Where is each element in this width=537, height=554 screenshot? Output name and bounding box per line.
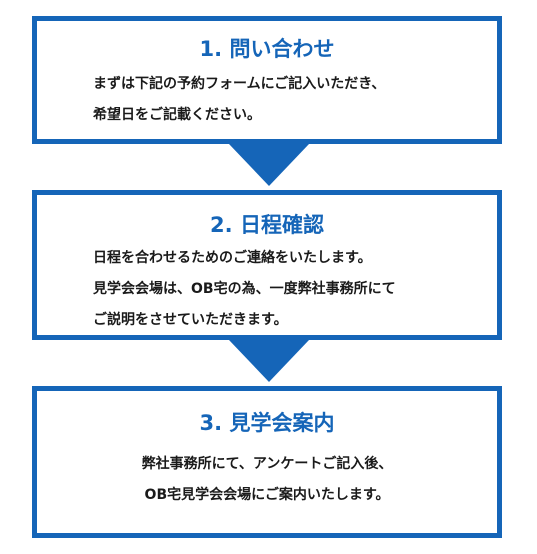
- down-arrow-icon: [229, 144, 309, 186]
- step-2-line: ご説明をさせていただきます。: [93, 312, 288, 328]
- step-3-line: OB宅見学会会場にご案内いたします。: [144, 487, 390, 503]
- step-2-description: 日程を合わせるためのご連絡をいたします。 見学会会場は、OB宅の為、一度弊社事務…: [93, 243, 396, 336]
- step-1-title: 1. 問い合わせ: [199, 37, 335, 61]
- step-1-line: まずは下記の予約フォームにご記入いただき、: [93, 76, 386, 92]
- step-3-box: 3. 見学会案内 弊社事務所にて、アンケートご記入後、 OB宅見学会会場にご案内…: [32, 386, 502, 538]
- step-3-title: 3. 見学会案内: [199, 411, 335, 435]
- step-3-line: 弊社事務所にて、アンケートご記入後、: [141, 456, 393, 472]
- step-2-box: 2. 日程確認 日程を合わせるためのご連絡をいたします。 見学会会場は、OB宅の…: [32, 190, 502, 340]
- step-3-description: 弊社事務所にて、アンケートご記入後、 OB宅見学会会場にご案内いたします。: [37, 449, 497, 511]
- down-arrow-icon: [229, 340, 309, 382]
- step-1-line: 希望日をご記載ください。: [93, 107, 261, 123]
- step-1-description: まずは下記の予約フォームにご記入いただき、 希望日をご記載ください。: [93, 69, 385, 131]
- step-2-line: 日程を合わせるためのご連絡をいたします。: [93, 250, 372, 266]
- step-2-line: 見学会会場は、OB宅の為、一度弊社事務所にて: [93, 281, 396, 297]
- step-2-title: 2. 日程確認: [210, 213, 324, 237]
- step-1-box: 1. 問い合わせ まずは下記の予約フォームにご記入いただき、 希望日をご記載くだ…: [32, 16, 502, 144]
